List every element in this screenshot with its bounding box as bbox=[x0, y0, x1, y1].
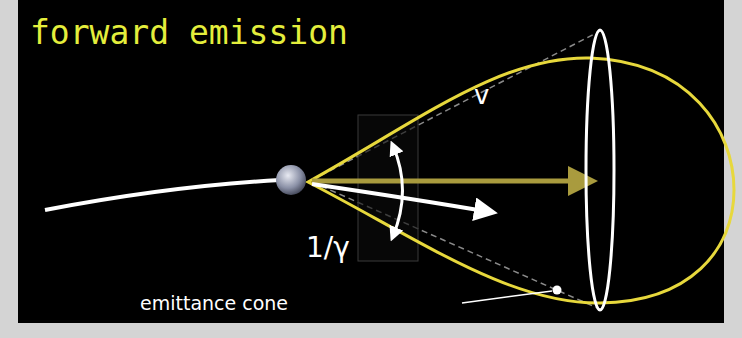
trajectory bbox=[45, 180, 280, 210]
velocity-label: v bbox=[474, 82, 489, 108]
cone-line bbox=[312, 30, 602, 180]
angle-label: 1/γ bbox=[306, 234, 350, 262]
callout-label: emittance cone bbox=[140, 294, 288, 313]
diagram-title: forward emission bbox=[30, 16, 348, 49]
leader-dot bbox=[553, 286, 562, 295]
velocity-arrow bbox=[312, 179, 588, 184]
cone-line bbox=[312, 182, 602, 310]
cone-ellipse bbox=[586, 30, 614, 310]
emission-lobe bbox=[308, 58, 734, 303]
particle bbox=[276, 165, 306, 195]
angle-arrow bbox=[393, 146, 403, 236]
leader-line bbox=[462, 291, 552, 303]
